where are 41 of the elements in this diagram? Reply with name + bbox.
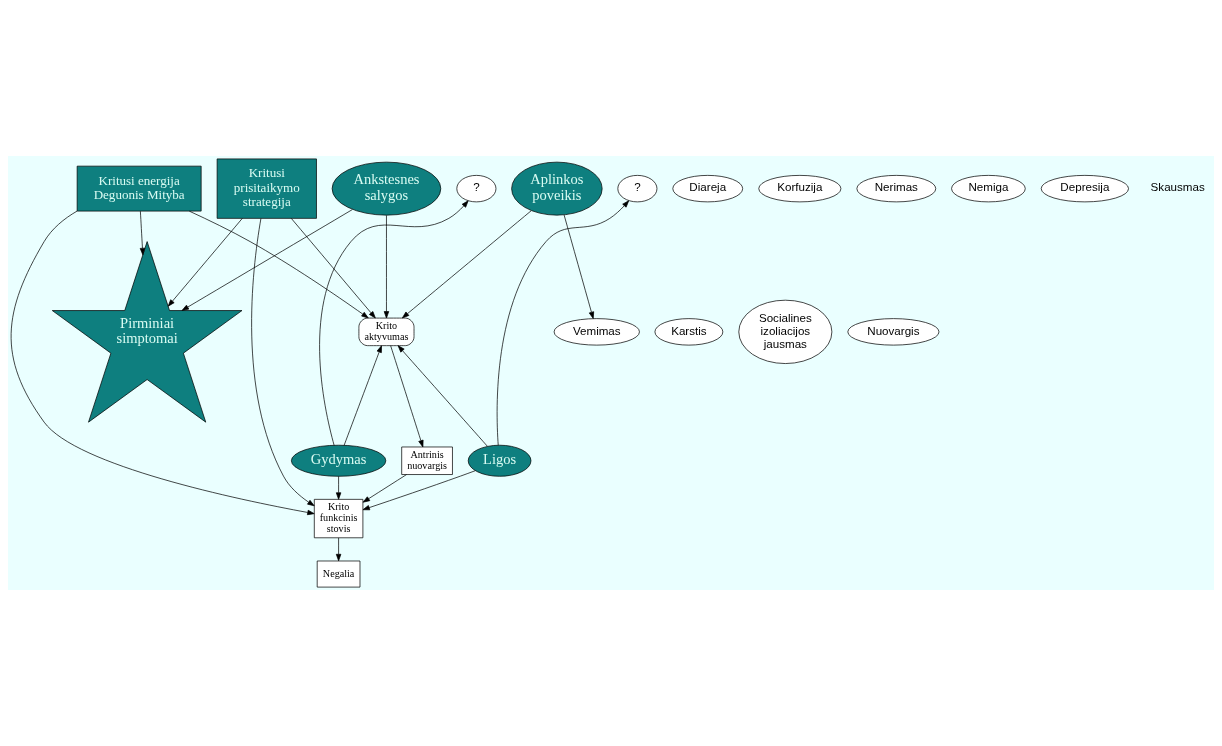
node-ellipse: Nemiga bbox=[951, 175, 1026, 203]
node-ellipse: Vemimas bbox=[553, 318, 640, 346]
label: Skausmas bbox=[1150, 180, 1205, 194]
node-ellipse: Diareja bbox=[672, 175, 744, 203]
arrow bbox=[383, 215, 390, 319]
arrow bbox=[390, 345, 424, 448]
node-ellipse: Gydymas bbox=[291, 444, 387, 477]
arrow bbox=[10, 210, 315, 516]
node-ellipse: Nerimas bbox=[856, 175, 937, 203]
node-ellipse: Korfuzija bbox=[758, 175, 842, 203]
node-box: Kritusi energija Deguonis Mityba bbox=[76, 165, 202, 212]
arrow bbox=[181, 209, 353, 311]
node-ellipse: ? bbox=[617, 175, 658, 203]
node-ellipse: Ligos bbox=[467, 444, 532, 477]
arrow bbox=[251, 218, 315, 507]
arrow bbox=[343, 345, 382, 446]
node-ellipse: Socialines izoliacijos jausmas bbox=[738, 299, 833, 364]
arrow bbox=[139, 210, 146, 256]
node-ellipse: ? bbox=[456, 175, 497, 203]
arrow bbox=[362, 474, 407, 503]
node-ellipse: Karstis bbox=[654, 318, 724, 346]
node-ellipse: Depresija bbox=[1040, 175, 1129, 203]
node-ellipse: Nuovargis bbox=[847, 318, 940, 346]
arrow bbox=[362, 470, 476, 511]
arrow bbox=[290, 218, 376, 319]
node-box: Kritusi prisitaikymo strategija bbox=[216, 158, 317, 219]
node-box: Krito funkcinis stovis bbox=[313, 498, 364, 539]
arrow bbox=[167, 218, 243, 307]
node-box: Krito aktyvumas bbox=[358, 317, 415, 346]
arrow bbox=[397, 345, 488, 447]
arrow bbox=[335, 537, 342, 562]
node-ellipse: Ankstesnes salygos bbox=[331, 161, 442, 216]
node-box: Negalia bbox=[316, 560, 361, 588]
arrow bbox=[496, 200, 630, 446]
arrow bbox=[189, 210, 369, 319]
node-ellipse: Aplinkos poveikis bbox=[511, 161, 603, 216]
arrow bbox=[402, 210, 532, 319]
node-box: Antrinis nuovargis bbox=[401, 446, 453, 475]
arrow bbox=[335, 475, 342, 500]
arrow bbox=[563, 214, 595, 319]
arrow bbox=[319, 200, 469, 446]
